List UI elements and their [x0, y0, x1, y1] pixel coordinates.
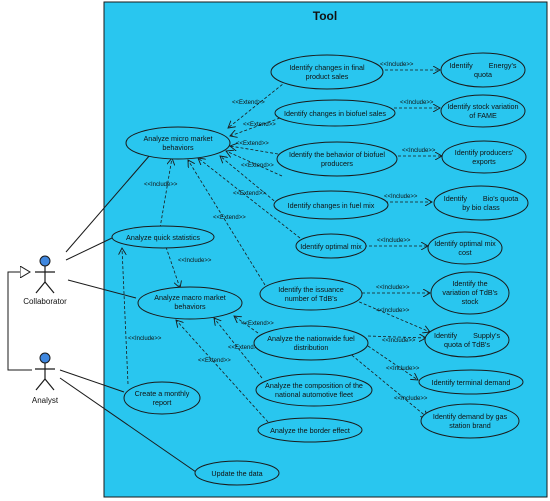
generalization-analyst-collaborator: [7, 272, 32, 371]
include-nationwide-gas: [347, 351, 428, 418]
stereotype-label: <<Include>>: [400, 100, 434, 106]
stereotype-label: <<Extend>>: [213, 215, 246, 221]
svg-text:Identify terminal demand: Identify terminal demand: [432, 378, 511, 387]
use-case-producers-exports[interactable]: Identify producers'exports: [441, 140, 527, 174]
svg-text:Analyze the border effect: Analyze the border effect: [270, 426, 350, 435]
stereotype-label: <<Extend>>: [236, 141, 269, 147]
extend-producers-to-micro: [230, 146, 279, 155]
stereotype-label: <<Include>>: [144, 182, 178, 188]
assoc-collaborator-macro: [67, 279, 137, 299]
svg-text:Identify changes in fuel mix: Identify changes in fuel mix: [288, 201, 375, 210]
include-quick-to-micro: [159, 158, 172, 229]
use-case-terminal-demand[interactable]: Identify terminal demand: [418, 369, 524, 395]
stereotype-label: <<Include>>: [394, 396, 428, 402]
actor-label-analyst: Analyst: [32, 396, 59, 405]
stereotype-label: <<Include>>: [384, 194, 418, 200]
svg-text:Analyze quick statistics: Analyze quick statistics: [126, 233, 200, 242]
stereotype-label: <<Include>>: [380, 62, 414, 68]
extend-optimal-mix-to-micro: [198, 158, 301, 239]
extend-issuance-to-micro: [188, 160, 266, 286]
use-case-optimal-mix[interactable]: Identify optimal mix: [295, 233, 367, 259]
stereotype-label: <<Extend>>: [243, 122, 276, 128]
stereotype-label: <<Include>>: [376, 285, 410, 291]
stereotype-label: <<Include>>: [402, 148, 436, 154]
actor-analyst[interactable]: Analyst: [32, 352, 59, 405]
assoc-collaborator-quick: [65, 237, 113, 261]
stereotype-label: <<Extend>>: [232, 100, 265, 106]
use-case-fuel-mix[interactable]: Identify changes in fuel mix: [273, 190, 389, 220]
include-nationwide-terminal: [367, 345, 418, 380]
stereotype-label: <<Include>>: [377, 238, 411, 244]
extend-biofuel-sales-to-micro: [230, 117, 281, 136]
system-title: Tool: [313, 9, 337, 23]
actor-collaborator[interactable]: Collaborator: [23, 255, 67, 306]
extend-border-to-macro: [176, 320, 269, 423]
extend-fuel-mix-2-to-micro: [220, 156, 279, 205]
include-quick-to-macro: [165, 246, 180, 288]
extend-fuel-mix-to-micro: [226, 151, 283, 177]
extend-fleet-to-macro: [214, 318, 263, 379]
include-issuance-supply: [349, 297, 430, 332]
actor-head: [39, 255, 51, 267]
use-case-biofuel-sales[interactable]: Identify changes in biofuel sales: [274, 99, 396, 127]
svg-text:Update the data: Update the data: [211, 469, 262, 478]
stereotype-label: <<Include>>: [178, 258, 212, 264]
stereotype-label: <<Include>>: [386, 366, 420, 372]
stereotype-label: <<Include>>: [376, 308, 410, 314]
use-case-quick-statistics[interactable]: Analyze quick statistics: [111, 225, 215, 249]
relationships: <<Extend>> <<Extend>> <<Extend>> <<Exten…: [122, 62, 442, 423]
actor-label-collaborator: Collaborator: [23, 297, 67, 306]
assoc-analyst-update: [59, 377, 197, 473]
stereotype-label: <<Extend>>: [241, 321, 274, 327]
stereotype-label: <<Include>>: [382, 338, 416, 344]
stereotype-label: <<Extend>>: [228, 345, 261, 351]
assoc-collaborator-micro: [65, 154, 151, 253]
svg-text:Identify producers'exports: Identify producers'exports: [455, 148, 514, 166]
stereotype-label: <<Extend>>: [241, 163, 274, 169]
use-case-update-data[interactable]: Update the data: [194, 460, 280, 486]
svg-text:Identify the behavior of biofu: Identify the behavior of biofuelproducer…: [289, 150, 385, 168]
actor-head: [39, 352, 51, 364]
use-case-border[interactable]: Analyze the border effect: [257, 417, 363, 443]
stereotype-label: <<Extend>>: [198, 358, 231, 364]
stereotype-label: <<Extend>>: [233, 191, 266, 197]
include-monthly-to-quick: [122, 248, 129, 385]
associations: [59, 154, 197, 473]
svg-text:Identify optimal mix: Identify optimal mix: [300, 242, 362, 251]
svg-text:Identify changes in biofuel sa: Identify changes in biofuel sales: [284, 109, 386, 118]
assoc-analyst-monthly: [59, 369, 125, 393]
stereotype-label: <<Include>>: [128, 336, 162, 342]
